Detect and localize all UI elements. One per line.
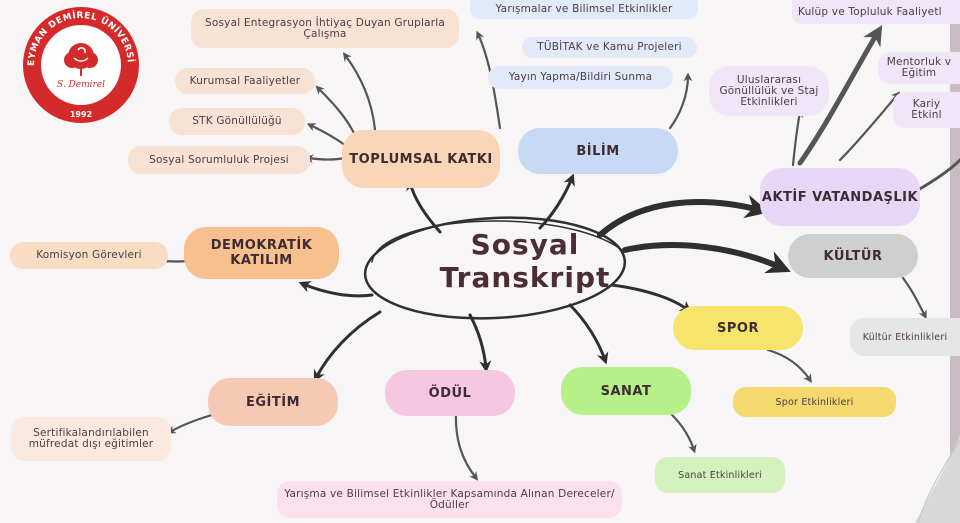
leaf-yarismalar[interactable]: Yarışmalar ve Bilimsel Etkinlikler: [470, 0, 698, 19]
leaf-kariyer[interactable]: Kariy Etkinl: [893, 92, 960, 128]
node-spor[interactable]: SPOR: [673, 306, 803, 350]
leaf-sertifika[interactable]: Sertifikalandırılabilen müfredat dışı eğ…: [11, 417, 171, 461]
leaf-uluslararasi[interactable]: Uluslararası Gönüllülük ve Staj Etkinlik…: [709, 66, 829, 116]
leaf-kulup[interactable]: Kulüp ve Topluluk Faaliyetl: [792, 0, 960, 24]
university-logo: SÜLEYMAN DEMİREL ÜNİVERSİTESİ S. Demirel…: [16, 0, 142, 126]
node-egitim[interactable]: EĞİTİM: [208, 378, 338, 426]
leaf-spor-etkinlikleri[interactable]: Spor Etkinlikleri: [733, 387, 896, 417]
node-odul[interactable]: ÖDÜL: [385, 370, 515, 416]
leaf-sosyal-entegrasyon[interactable]: Sosyal Entegrasyon İhtiyaç Duyan Gruplar…: [191, 9, 459, 48]
leaf-kurumsal-faaliyetler[interactable]: Kurumsal Faaliyetler: [175, 68, 315, 94]
leaf-komisyon[interactable]: Komisyon Görevleri: [10, 242, 168, 269]
center-title-line2: Transkript: [439, 261, 611, 294]
leaf-odul-dereceler[interactable]: Yarışma ve Bilimsel Etkinlikler Kapsamın…: [277, 481, 622, 518]
leaf-yayin[interactable]: Yayın Yapma/Bildiri Sunma: [488, 66, 673, 89]
leaf-sanat-etkinlikleri[interactable]: Sanat Etkinlikleri: [655, 457, 785, 493]
svg-text:1992: 1992: [70, 110, 92, 119]
node-demokratik-katilim[interactable]: DEMOKRATİK KATILIM: [184, 227, 339, 279]
node-kultur[interactable]: KÜLTÜR: [788, 234, 918, 278]
node-bilim[interactable]: BİLİM: [518, 128, 678, 174]
leaf-kultur-etkinlikleri[interactable]: Kültür Etkinlikleri: [850, 318, 960, 356]
leaf-tubitak[interactable]: TÜBİTAK ve Kamu Projeleri: [522, 37, 697, 58]
center-title: Sosyal Transkript: [430, 228, 620, 294]
leaf-mentorluk[interactable]: Mentorluk v Eğitim: [878, 52, 960, 84]
node-aktif-vatandaslik[interactable]: AKTİF VATANDAŞLIK: [760, 168, 920, 226]
center-title-line1: Sosyal: [470, 228, 580, 261]
leaf-sosyal-sorumluluk[interactable]: Sosyal Sorumluluk Projesi: [128, 146, 310, 174]
svg-text:S. Demirel: S. Demirel: [57, 80, 105, 90]
leaf-stk-gonullulugu[interactable]: STK Gönüllülüğü: [169, 108, 305, 135]
node-sanat[interactable]: SANAT: [561, 367, 691, 415]
node-toplumsal-katki[interactable]: TOPLUMSAL KATKI: [342, 130, 500, 188]
